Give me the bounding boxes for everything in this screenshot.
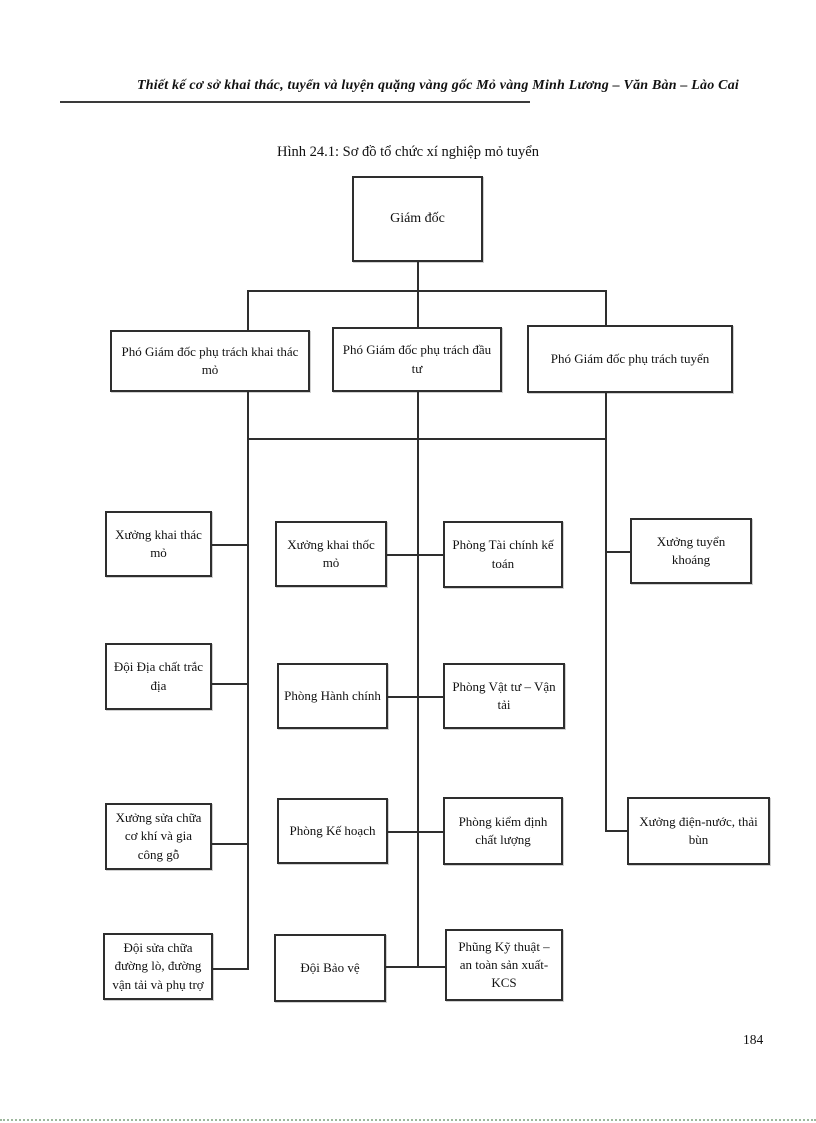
org-node-xuong-tuyen-khoang: Xưởng tuyển khoáng [630, 518, 752, 584]
org-node-phong-ke-hoach: Phòng Kế hoạch [277, 798, 388, 864]
org-node-pgd-khai-thac-mo: Phó Giám đốc phụ trách khai thác mỏ [110, 330, 310, 392]
connector-line [213, 968, 247, 970]
header-rule [60, 101, 530, 103]
footer-dotted-rule [0, 1119, 816, 1121]
connector-line [386, 966, 445, 968]
org-node-pgd-tuyen: Phó Giám đốc phụ trách tuyển [527, 325, 733, 393]
connector-line [605, 830, 627, 832]
connector-line [388, 696, 443, 698]
connector-line [247, 438, 607, 440]
connector-line [388, 831, 443, 833]
org-node-doi-sua-chua-duong-lo: Đội sửa chữa đường lò, đường vận tải và … [103, 933, 213, 1000]
connector-line [417, 290, 419, 327]
connector-line [417, 392, 419, 966]
figure-title: Hình 24.1: Sơ đồ tổ chức xí nghiệp mỏ tu… [276, 144, 539, 160]
org-node-giam-doc: Giám đốc [352, 176, 483, 262]
org-node-phong-hanh-chinh: Phòng Hành chính [277, 663, 388, 729]
page-number: 184 [743, 1032, 764, 1047]
org-node-xuong-khai-thoc-mo: Xưởng khai thốc mỏ [275, 521, 387, 587]
org-node-doi-bao-ve: Đội Bảo vệ [274, 934, 386, 1002]
connector-line [605, 393, 607, 831]
connector-line [212, 843, 247, 845]
org-node-phong-kiem-dinh: Phòng kiểm định chất lượng [443, 797, 563, 865]
org-node-phong-tai-chinh-ke-toan: Phòng Tài chính kế toán [443, 521, 563, 588]
org-node-xuong-khai-thac-mo: Xưởng khai thác mỏ [105, 511, 212, 577]
connector-line [247, 392, 249, 970]
connector-line [605, 551, 630, 553]
connector-line [212, 544, 247, 546]
org-node-phong-ky-thuat-kcs: Phũng Kỹ thuật – an toàn sản xuất- KCS [445, 929, 563, 1001]
connector-line [247, 290, 607, 292]
org-node-xuong-sua-chua-co-khi: Xưởng sửa chữa cơ khí và gia công gỗ [105, 803, 212, 870]
connector-line [387, 554, 443, 556]
org-node-doi-dia-chat-trac-dia: Đội Địa chất trắc địa [105, 643, 212, 710]
connector-line [605, 290, 607, 325]
connector-line [247, 290, 249, 330]
org-node-phong-vat-tu-van-tai: Phòng Vật tư – Vận tải [443, 663, 565, 729]
connector-line [212, 683, 247, 685]
document-header: Thiết kế cơ sở khai thác, tuyển và luyện… [136, 78, 739, 93]
org-node-pgd-dau-tu: Phó Giám đốc phụ trách đầu tư [332, 327, 502, 392]
org-node-xuong-dien-nuoc-thai-bun: Xưởng điện-nước, thải bùn [627, 797, 770, 865]
connector-line [417, 262, 419, 292]
